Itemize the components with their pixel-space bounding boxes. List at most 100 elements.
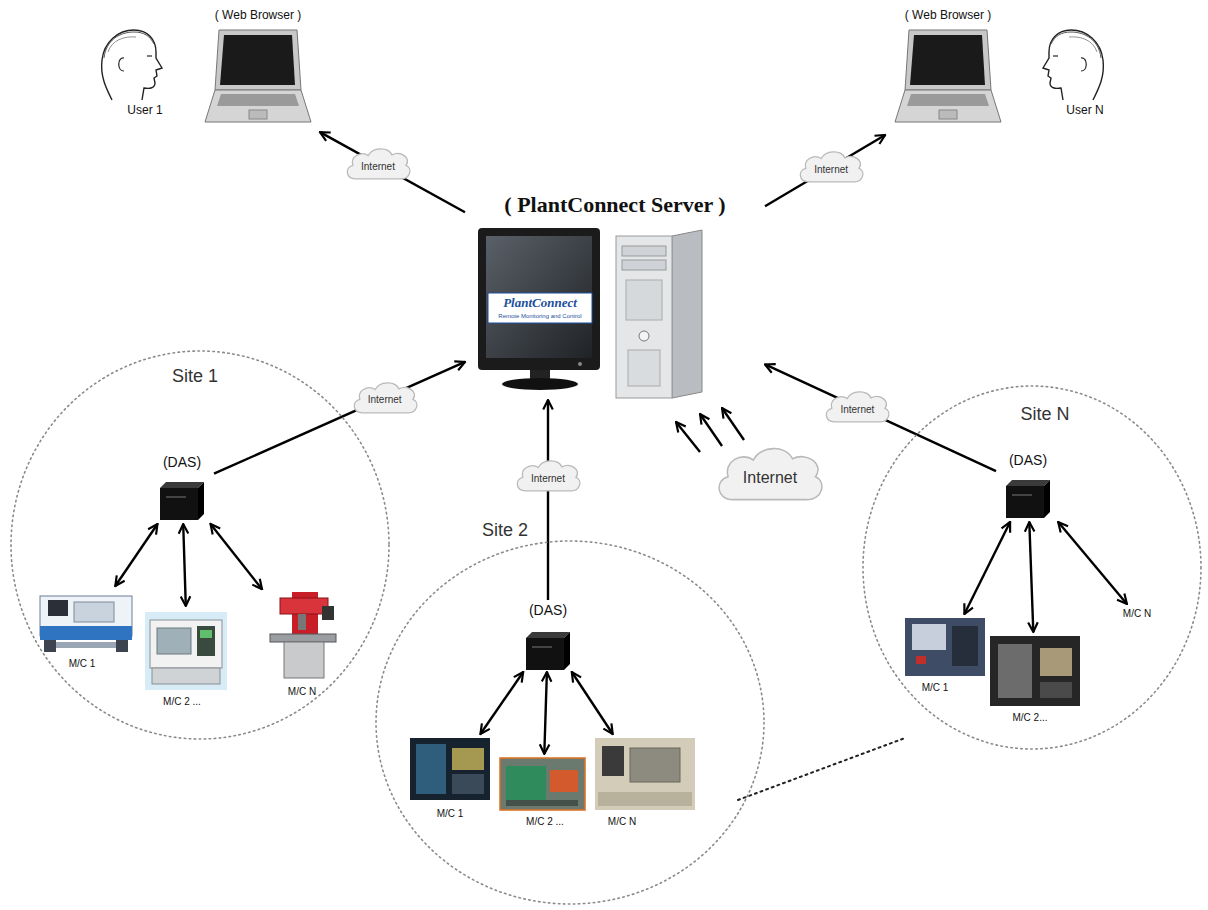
text-holder: M/C 2... (1012, 712, 1047, 724)
laptop (217, 94, 299, 106)
lathe-machine (116, 640, 128, 652)
machine-photo (598, 792, 692, 806)
lathe-machine (48, 600, 68, 616)
internet-cloud: Internet (350, 379, 420, 417)
text-holder: M/C 1 (69, 658, 96, 670)
connector (1058, 522, 1127, 604)
text-holder: M/C 2 ... (526, 816, 564, 828)
user-face (108, 37, 136, 52)
machine-label: M/C 2 ... (163, 696, 201, 708)
laptop (205, 30, 311, 122)
user-label: User N (1066, 103, 1103, 117)
server-tower (639, 331, 649, 341)
das-box (160, 482, 204, 488)
connector (765, 364, 996, 471)
machine-photo (912, 624, 946, 650)
user-face (102, 30, 162, 100)
cloud-outline (517, 461, 580, 491)
machine-photo (550, 770, 578, 792)
machine-node: M/C N (592, 734, 698, 832)
user-face (1069, 37, 1097, 52)
text-holder: PlantConnect (503, 295, 577, 311)
site-region: Site 2(DAS)M/C 1M/C 2 ...M/C N (375, 540, 765, 905)
machine-photo (452, 774, 484, 794)
cloud-outline (800, 152, 863, 182)
site-region: Site N (DAS) M/C 1 M/C 2... M/C N (862, 385, 1202, 750)
machine-photo (990, 636, 1080, 706)
internet-cloud: Internet (822, 388, 892, 426)
server-monitor (578, 362, 582, 366)
machine-photo (410, 738, 490, 800)
user-face (1081, 58, 1086, 71)
machine-photo (998, 644, 1032, 698)
machine-photo (452, 748, 484, 770)
laptop (220, 35, 295, 85)
text-holder: M/C N (1123, 608, 1151, 620)
connector (320, 132, 465, 212)
server-tower (628, 350, 660, 386)
das-label: (DAS) (1009, 452, 1047, 469)
connector (211, 524, 263, 589)
browser-label: ( Web Browser ) (215, 8, 301, 22)
text-holder: Site N (1020, 404, 1069, 426)
machine-photo (1040, 682, 1072, 698)
site-boundary (11, 351, 389, 739)
connector (964, 522, 1010, 614)
milling-machine (284, 642, 324, 678)
laptop (939, 110, 957, 119)
edge-label: Internet (368, 394, 402, 406)
machine-node: M/C 1 (898, 614, 990, 696)
machine-label: M/C 1 (437, 808, 464, 820)
text-holder: User 1 (127, 103, 162, 117)
das-label: (DAS) (163, 454, 201, 471)
das-box (1006, 480, 1050, 486)
text-holder: (DAS) (529, 602, 567, 619)
das-box (1006, 480, 1050, 518)
milling-machine (270, 592, 336, 678)
das-box (1044, 480, 1050, 518)
user-face (119, 58, 124, 71)
das-node: (DAS) (516, 600, 580, 672)
cloud-outline (354, 383, 417, 413)
user-face (1051, 32, 1101, 58)
laptop (895, 90, 1001, 122)
machine-photo (602, 746, 624, 776)
text-holder: ( Web Browser ) (215, 8, 301, 22)
machine-node: M/C N (1112, 604, 1162, 628)
server-monitor (488, 293, 592, 323)
user-node: ( Web Browser ) User 1 (95, 5, 320, 135)
site-boundary (376, 541, 764, 904)
machine-photo (506, 800, 578, 806)
cloud-outline (347, 149, 410, 179)
edge-label: Internet (531, 473, 565, 485)
server-title: ( PlantConnect Server ) (504, 192, 725, 218)
laptop (205, 90, 311, 122)
site-outline (862, 385, 1202, 750)
connector (544, 672, 547, 754)
laptop (895, 30, 1001, 122)
das-box (526, 632, 570, 638)
laptop (907, 94, 989, 106)
text-holder: M/C N (608, 816, 636, 828)
edge-label: Internet (814, 164, 848, 176)
machine-node: M/C 2 ... (497, 754, 589, 838)
user-face (1043, 30, 1103, 100)
machine-photo (630, 748, 680, 782)
das-box (160, 482, 204, 520)
incoming-arrows (676, 408, 744, 452)
machine-photo (416, 744, 446, 794)
text-holder: (DAS) (163, 454, 201, 471)
incoming-arrows (700, 414, 722, 446)
machine-photo (916, 656, 926, 664)
lathe-machine (56, 642, 116, 648)
text-holder: ( Web Browser ) (905, 8, 991, 22)
lathe-machine (200, 630, 212, 638)
das-node: (DAS) (150, 452, 214, 524)
edge-label: Internet (840, 404, 874, 416)
server-monitor (502, 378, 578, 390)
site-label: Site 1 (172, 366, 218, 388)
user-face (1053, 55, 1058, 56)
machine-photo (905, 618, 985, 676)
das-box (532, 646, 552, 648)
